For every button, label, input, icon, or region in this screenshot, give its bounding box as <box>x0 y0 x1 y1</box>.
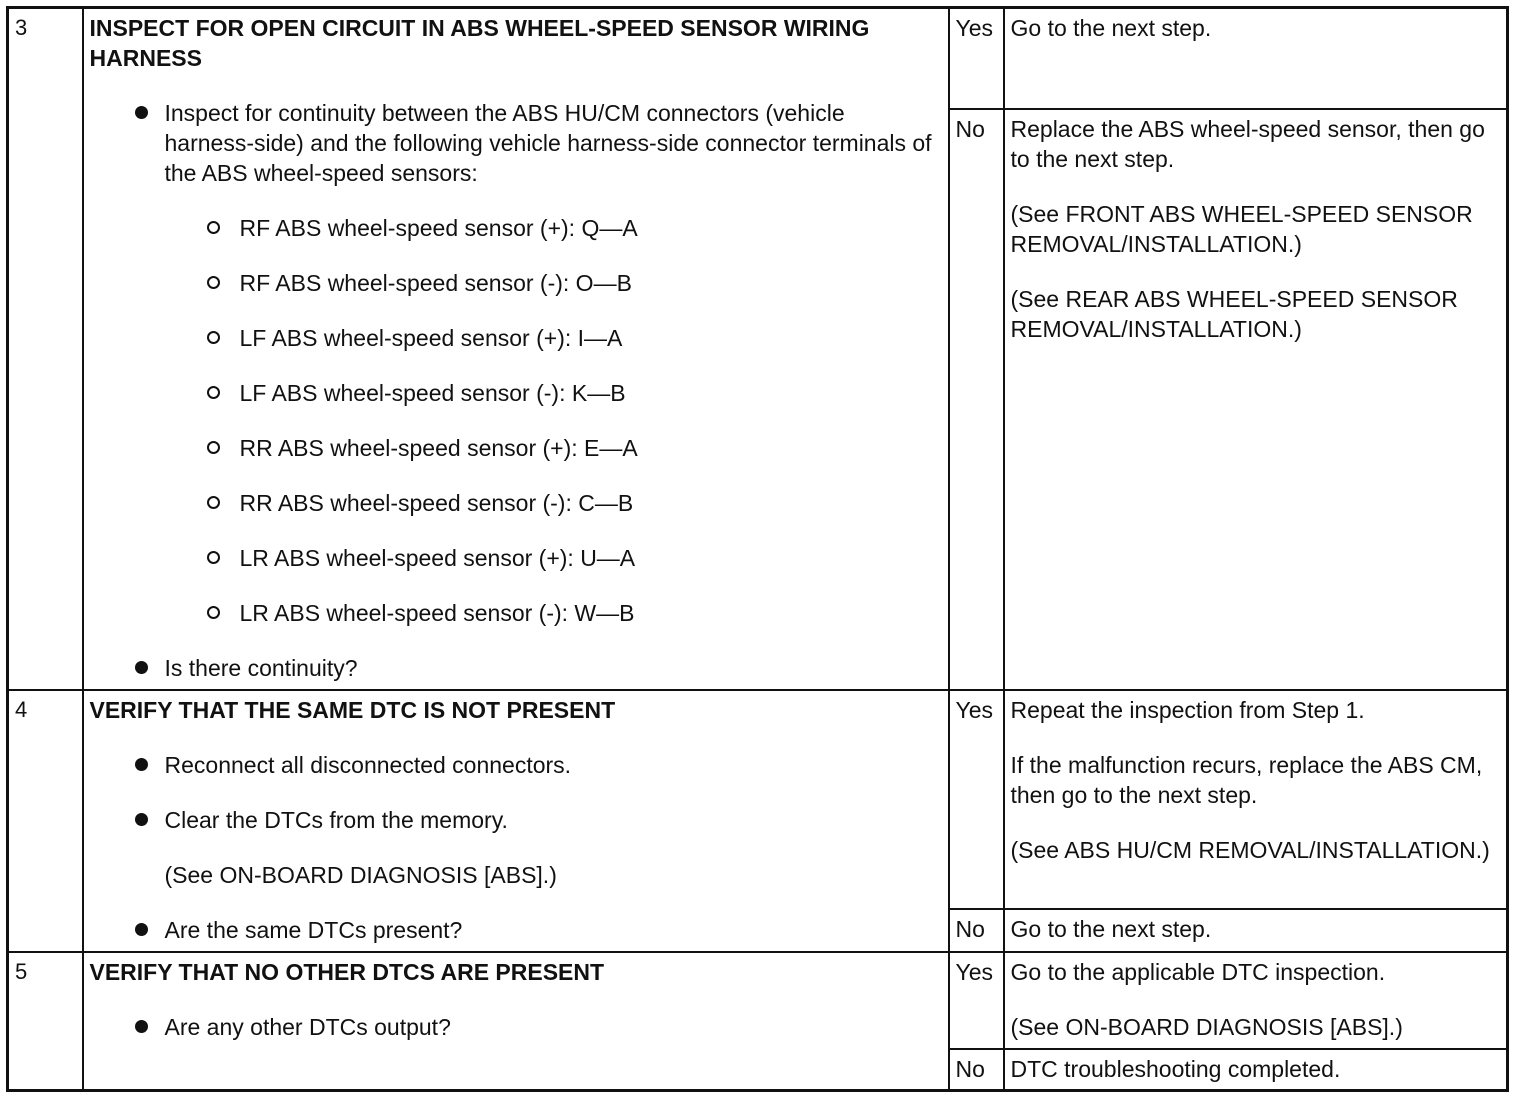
bullet-icon <box>134 661 148 674</box>
bullet-icon <box>134 922 148 936</box>
yes-action: Repeat the inspection from Step 1. If th… <box>1002 688 1509 910</box>
sub-bullet-item: LR ABS wheel-speed sensor (-): W—B <box>90 598 940 628</box>
sub-bullet-item: LR ABS wheel-speed sensor (+): U—A <box>90 543 940 573</box>
circle-bullet-icon <box>206 606 220 619</box>
bullet-item: Inspect for continuity between the ABS H… <box>90 98 940 188</box>
step-4-description: VERIFY THAT THE SAME DTC IS NOT PRESENT … <box>81 688 950 953</box>
circle-bullet-icon <box>206 221 220 234</box>
sub-bullet-item: RF ABS wheel-speed sensor (+): Q—A <box>90 213 940 243</box>
bullet-icon <box>134 1019 148 1033</box>
step-3-no-row: No Replace the ABS wheel-speed sensor, t… <box>8 107 1509 691</box>
no-label: No <box>947 907 1005 953</box>
step-4-yes-row: 4 VERIFY THAT THE SAME DTC IS NOT PRESEN… <box>6 688 1509 953</box>
step-4-no-row: No Go to the next step. <box>8 907 1509 953</box>
step-number: 3 <box>6 6 84 691</box>
bullet-item: Reconnect all disconnected connectors. <box>90 750 940 780</box>
step-3-yes-row: 3 INSPECT FOR OPEN CIRCUIT IN ABS WHEEL-… <box>6 6 1509 691</box>
bullet-icon <box>134 812 148 826</box>
sub-bullet-item: RR ABS wheel-speed sensor (-): C—B <box>90 488 940 518</box>
question-item: Are the same DTCs present? <box>90 915 940 945</box>
no-action: Replace the ABS wheel-speed sensor, then… <box>1002 107 1509 691</box>
step-3-description: INSPECT FOR OPEN CIRCUIT IN ABS WHEEL-SP… <box>81 6 950 691</box>
sub-bullet-item: RF ABS wheel-speed sensor (-): O—B <box>90 268 940 298</box>
step-title: INSPECT FOR OPEN CIRCUIT IN ABS WHEEL-SP… <box>89 15 870 71</box>
yes-action: Go to the next step. <box>1002 6 1509 110</box>
sub-bullet-item: LF ABS wheel-speed sensor (-): K—B <box>90 378 940 408</box>
no-action: Go to the next step. <box>1002 907 1509 953</box>
no-action: DTC troubleshooting completed. <box>1002 1047 1509 1092</box>
reference-note: (See ON-BOARD DIAGNOSIS [ABS].) <box>164 861 557 888</box>
circle-bullet-icon <box>206 386 220 399</box>
yes-label: Yes <box>947 688 1005 910</box>
yes-label: Yes <box>947 950 1005 1050</box>
circle-bullet-icon <box>206 496 220 509</box>
bullet-item: Clear the DTCs from the memory. <box>90 805 940 835</box>
step-number: 4 <box>6 688 84 953</box>
no-label: No <box>947 107 1005 691</box>
circle-bullet-icon <box>206 276 220 289</box>
yes-action: Go to the applicable DTC inspection. (Se… <box>1002 950 1509 1050</box>
circle-bullet-icon <box>206 441 220 454</box>
no-label: No <box>947 1047 1005 1092</box>
step-title: VERIFY THAT THE SAME DTC IS NOT PRESENT <box>89 696 616 723</box>
bullet-icon <box>134 106 148 119</box>
sub-bullet-item: LF ABS wheel-speed sensor (+): I—A <box>90 323 940 353</box>
step-title: VERIFY THAT NO OTHER DTCS ARE PRESENT <box>89 958 605 985</box>
yes-label: Yes <box>947 6 1005 110</box>
circle-bullet-icon <box>206 331 220 344</box>
step-5-description: VERIFY THAT NO OTHER DTCS ARE PRESENT Ar… <box>81 950 950 1092</box>
sub-bullet-item: RR ABS wheel-speed sensor (+): E—A <box>90 433 940 463</box>
step-5-yes-row: 5 VERIFY THAT NO OTHER DTCS ARE PRESENT … <box>6 950 1509 1092</box>
step-5-no-row: No DTC troubleshooting completed. <box>8 1047 1509 1092</box>
question-item: Is there continuity? <box>90 653 940 683</box>
bullet-icon <box>134 757 148 771</box>
question-item: Are any other DTCs output? <box>90 1012 940 1042</box>
step-number: 5 <box>6 950 84 1092</box>
circle-bullet-icon <box>206 551 220 564</box>
diagnostic-procedure-table: 3 INSPECT FOR OPEN CIRCUIT IN ABS WHEEL-… <box>6 6 1509 1092</box>
